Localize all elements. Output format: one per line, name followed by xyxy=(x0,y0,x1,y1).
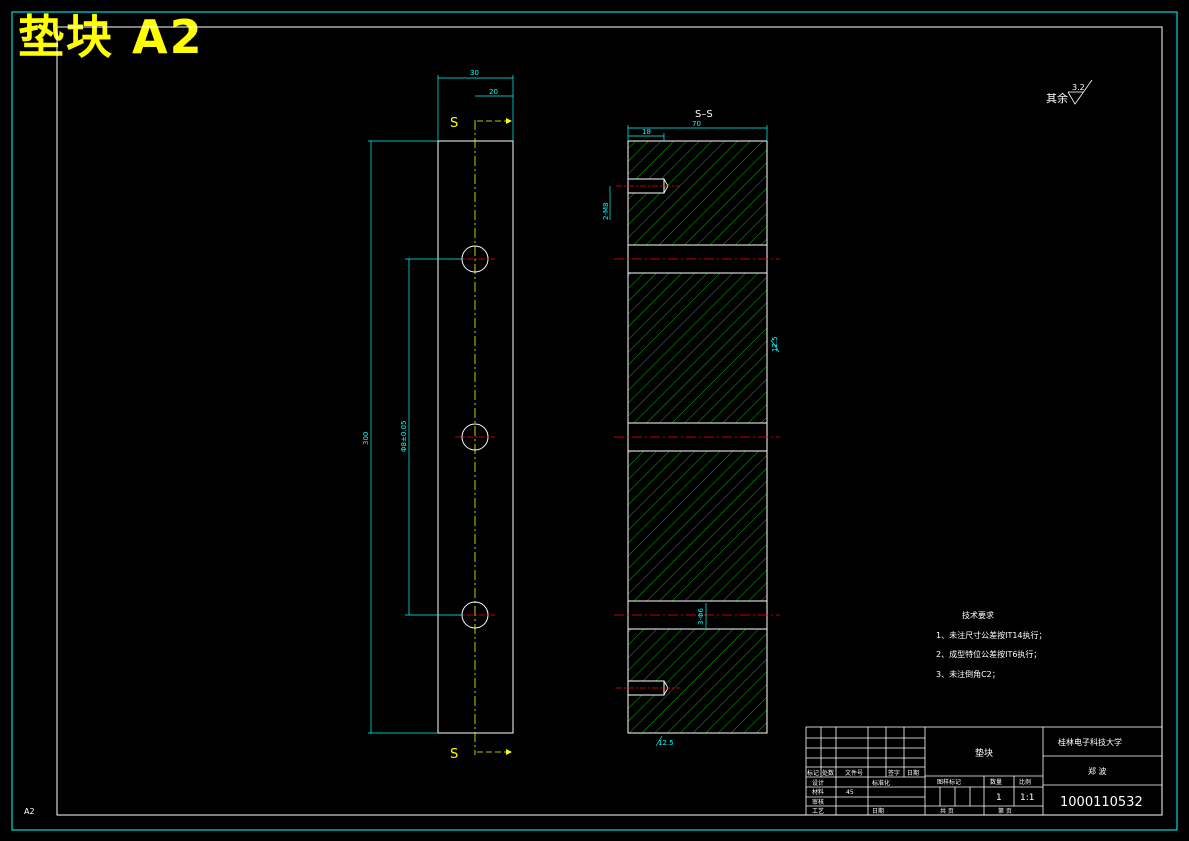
tb-design: 设计 xyxy=(812,779,824,787)
tb-scale-value: 1:1 xyxy=(1020,793,1034,803)
dim-hole: 3-Φ6 xyxy=(697,608,705,625)
section-view: S–S 70 18 2-M8 3-Φ6 12 xyxy=(602,109,780,747)
sheet-title: 垫块 A2 xyxy=(18,10,204,64)
tb-file-no: 文件号 xyxy=(845,769,863,777)
dim-section-width: 70 xyxy=(692,120,701,128)
dim-half-width: 20 xyxy=(489,88,498,96)
section-mark-bottom: S xyxy=(450,747,458,762)
roughness-note: 其余 3.2 xyxy=(1046,79,1093,105)
roughness-prefix: 其余 xyxy=(1046,91,1068,105)
section-view-label: S–S xyxy=(695,109,713,120)
front-view-outline xyxy=(437,140,514,734)
section-mark-top: S xyxy=(450,116,458,131)
tb-check: 审核 xyxy=(812,798,824,806)
tb-process: 工艺 xyxy=(812,807,824,815)
tb-drawing-number-label: 郑 波 xyxy=(1088,766,1107,776)
front-view: S S 30 20 300 Φ8±0.05 xyxy=(362,69,514,762)
title-block-text: 标记 处数 文件号 签字 日期 设计 标准化 材料 45 审核 工艺 日期 垫块… xyxy=(807,737,1143,815)
tech-title: 技术要求 xyxy=(962,610,994,620)
roughness-value: 3.2 xyxy=(1072,83,1085,92)
tb-mark: 标记 xyxy=(807,769,819,777)
roughness-right: 12.5 xyxy=(771,336,779,352)
tb-count: 处数 xyxy=(822,769,834,777)
outer-border xyxy=(11,11,1178,831)
dim-overall-height: 300 xyxy=(362,432,370,445)
tb-stage: 图样标记 xyxy=(937,778,961,786)
tb-number: 1000110532 xyxy=(1060,795,1143,810)
inner-border xyxy=(56,26,1163,816)
tb-weight: 数量 xyxy=(990,778,1002,786)
tb-material-value: 45 xyxy=(846,789,854,796)
dim-hole-spacing: Φ8±0.05 xyxy=(400,421,408,452)
roughness-bottom: 12.5 xyxy=(658,739,674,747)
tech-item-3: 3、未注倒角C2； xyxy=(936,669,1000,679)
sheet-size-label: A2 xyxy=(24,807,35,816)
title-block xyxy=(805,726,1163,816)
tb-part-name: 垫块 xyxy=(975,747,993,759)
tb-total: 共 页 xyxy=(940,807,954,815)
tb-sheet: 第 页 xyxy=(998,807,1012,815)
tech-item-1: 1、未注尺寸公差按IT14执行； xyxy=(936,630,1047,640)
front-hole-2 xyxy=(455,423,495,451)
tb-school: 桂林电子科技大学 xyxy=(1058,737,1122,747)
dim-overall-width: 30 xyxy=(470,69,479,77)
tb-quantity-value: 1 xyxy=(996,793,1002,803)
dim-section-partial: 18 xyxy=(642,128,651,136)
tech-item-2: 2、成型特位公差按IT6执行； xyxy=(936,649,1041,659)
tb-scale: 比例 xyxy=(1019,778,1031,786)
dim-thread: 2-M8 xyxy=(602,203,610,220)
tb-date: 日期 xyxy=(907,769,919,777)
tb-approve: 日期 xyxy=(872,807,884,815)
tb-standardize: 标准化 xyxy=(872,779,890,787)
tb-material: 材料 xyxy=(812,788,824,796)
tech-requirements: 技术要求 1、未注尺寸公差按IT14执行； 2、成型特位公差按IT6执行； 3、… xyxy=(936,610,1047,679)
tb-sign: 签字 xyxy=(888,769,900,777)
